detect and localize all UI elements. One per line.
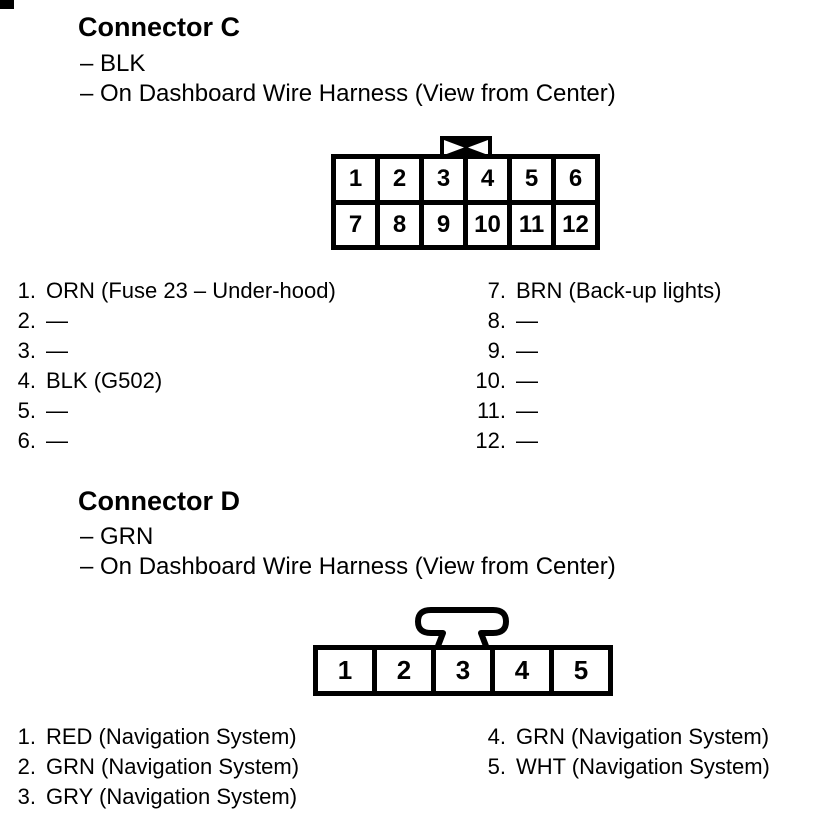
connector-c-cell-7: 7 bbox=[336, 204, 375, 245]
pin-row: 2. GRN (Navigation System) bbox=[10, 752, 299, 782]
connector-c-cell-11: 11 bbox=[512, 204, 551, 245]
pin-number: 5. bbox=[487, 754, 506, 779]
pin-label: — bbox=[46, 338, 68, 363]
pin-label: — bbox=[46, 308, 68, 333]
pin-number: 2. bbox=[17, 308, 36, 333]
pin-label: — bbox=[516, 308, 538, 333]
connector-c-cell-10: 10 bbox=[468, 204, 507, 245]
pin-number: 3. bbox=[17, 784, 36, 809]
pin-number: 1. bbox=[17, 724, 36, 749]
connector-d-pin-grid: 1 2 3 4 5 bbox=[313, 645, 613, 696]
connector-c-cell-8: 8 bbox=[380, 204, 419, 245]
pin-label: GRN (Navigation System) bbox=[516, 724, 770, 749]
connector-d-cell-2: 2 bbox=[377, 650, 431, 691]
pin-row: 2. — bbox=[10, 306, 336, 336]
pin-row: 4. BLK (G502) bbox=[10, 366, 336, 396]
pin-row: 5. WHT (Navigation System) bbox=[466, 752, 770, 782]
pin-number: 5. bbox=[17, 398, 36, 423]
connector-d-cell-4: 4 bbox=[495, 650, 549, 691]
pin-label: — bbox=[46, 428, 68, 453]
pin-row: 1. ORN (Fuse 23 – Under-hood) bbox=[10, 276, 336, 306]
pin-number: 6. bbox=[17, 428, 36, 453]
connector-d-cell-5: 5 bbox=[554, 650, 608, 691]
connector-c-cell-5: 5 bbox=[512, 159, 551, 200]
pin-label: GRN (Navigation System) bbox=[46, 754, 300, 779]
connector-d-pin-list-right: 4. GRN (Navigation System) 5. WHT (Navig… bbox=[466, 722, 770, 782]
pin-row: 8. — bbox=[466, 306, 721, 336]
connector-c-cell-4: 4 bbox=[468, 159, 507, 200]
connector-d-cell-1: 1 bbox=[318, 650, 372, 691]
connector-c-cell-12: 12 bbox=[556, 204, 595, 245]
connector-c-pin-list-right: 7. BRN (Back-up lights) 8. — 9. — 10. — … bbox=[466, 276, 721, 456]
pin-label: BLK (G502) bbox=[46, 368, 163, 393]
pin-label: RED (Navigation System) bbox=[46, 724, 297, 749]
pin-label: — bbox=[516, 428, 538, 453]
connector-c-pin-grid: 1 2 3 4 5 6 7 8 9 10 11 12 bbox=[331, 154, 600, 250]
connector-c-cell-9: 9 bbox=[424, 204, 463, 245]
connector-d-pin-list-left: 1. RED (Navigation System) 2. GRN (Navig… bbox=[10, 722, 299, 812]
pin-row: 12. — bbox=[466, 426, 721, 456]
pin-row: 9. — bbox=[466, 336, 721, 366]
pin-row: 11. — bbox=[466, 396, 721, 426]
pin-number: 11. bbox=[477, 398, 506, 423]
connector-c-color-line: – BLK bbox=[80, 50, 146, 77]
pin-number: 3. bbox=[17, 338, 36, 363]
pin-number: 7. bbox=[487, 278, 506, 303]
pin-row: 6. — bbox=[10, 426, 336, 456]
pin-label: — bbox=[516, 338, 538, 363]
connector-c-location-line: – On Dashboard Wire Harness (View from C… bbox=[80, 80, 616, 107]
pin-row: 10. — bbox=[466, 366, 721, 396]
pin-row: 7. BRN (Back-up lights) bbox=[466, 276, 722, 306]
pin-label: WHT (Navigation System) bbox=[516, 754, 770, 779]
connector-d-cell-3: 3 bbox=[436, 650, 490, 691]
pin-label: ORN (Fuse 23 – Under-hood) bbox=[46, 278, 336, 303]
connector-d-title: Connector D bbox=[78, 486, 240, 516]
pin-row: 1. RED (Navigation System) bbox=[10, 722, 299, 752]
connector-d-location-line: – On Dashboard Wire Harness (View from C… bbox=[80, 553, 616, 580]
pin-label: — bbox=[516, 368, 538, 393]
pin-label: — bbox=[516, 398, 538, 423]
pin-number: 2. bbox=[17, 754, 36, 779]
pin-row: 3. — bbox=[10, 336, 336, 366]
pin-label: BRN (Back-up lights) bbox=[516, 278, 722, 303]
pin-label: GRY (Navigation System) bbox=[46, 784, 298, 809]
pin-label: — bbox=[46, 398, 68, 423]
t-shaped-keying-tab-icon bbox=[415, 607, 509, 646]
pin-row: 4. GRN (Navigation System) bbox=[466, 722, 770, 752]
scan-artifact bbox=[0, 0, 14, 9]
connector-c-cell-3: 3 bbox=[424, 159, 463, 200]
connector-c-title: Connector C bbox=[78, 12, 240, 42]
bowtie-keying-tab-icon bbox=[440, 136, 492, 159]
pin-number: 10. bbox=[475, 368, 506, 393]
connector-c-pin-list-left: 1. ORN (Fuse 23 – Under-hood) 2. — 3. — … bbox=[10, 276, 336, 456]
pin-number: 4. bbox=[17, 368, 36, 393]
connector-d-color-line: – GRN bbox=[80, 523, 154, 550]
pin-row: 3. GRY (Navigation System) bbox=[10, 782, 299, 812]
connector-c-cell-1: 1 bbox=[336, 159, 375, 200]
connector-c-cell-2: 2 bbox=[380, 159, 419, 200]
pin-number: 4. bbox=[487, 724, 506, 749]
pin-row: 5. — bbox=[10, 396, 336, 426]
pin-number: 9. bbox=[487, 338, 506, 363]
pin-number: 1. bbox=[17, 278, 36, 303]
pin-number: 12. bbox=[475, 428, 506, 453]
pin-number: 8. bbox=[487, 308, 506, 333]
connector-c-cell-6: 6 bbox=[556, 159, 595, 200]
